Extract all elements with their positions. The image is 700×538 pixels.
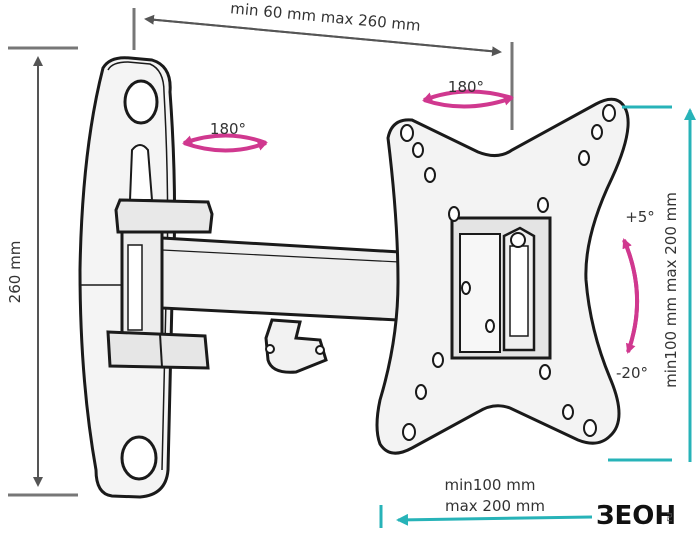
swivel-wall-indicator: 180°	[182, 120, 268, 153]
vesa-vertical-dimension: min100 mm max 200 mm	[608, 105, 696, 462]
tilt-up-label: +5°	[625, 208, 655, 226]
vesa-plate	[375, 97, 630, 455]
height-dimension: 260 mm	[6, 46, 78, 497]
vesa-horizontal-max-label: max 200 mm	[445, 497, 545, 515]
swivel-wall-label: 180°	[210, 120, 246, 138]
arm	[106, 198, 414, 374]
height-label: 260 mm	[6, 241, 24, 304]
width-range-dimension: min 60 mm max 260 mm	[132, 0, 514, 130]
tilt-indicator: +5° -20°	[616, 208, 655, 382]
wall-plate-hole-top	[123, 79, 159, 125]
vesa-holes	[400, 104, 616, 441]
vesa-horizontal-dimension: min100 mm max 200 mm	[379, 476, 593, 528]
vesa-vertical-label: min100 mm max 200 mm	[662, 192, 680, 388]
logo-sub: ru	[665, 513, 675, 522]
brand-logo: ЗЕОН ru	[592, 496, 684, 532]
swivel-plate-indicator: 180°	[422, 78, 514, 109]
logo-text: ЗЕОН	[596, 501, 676, 531]
tilt-down-label: -20°	[616, 364, 648, 382]
wall-plate-hole-bottom	[120, 435, 158, 481]
swivel-plate-label: 180°	[448, 78, 484, 96]
vesa-horizontal-min-label: min100 mm	[445, 476, 536, 494]
